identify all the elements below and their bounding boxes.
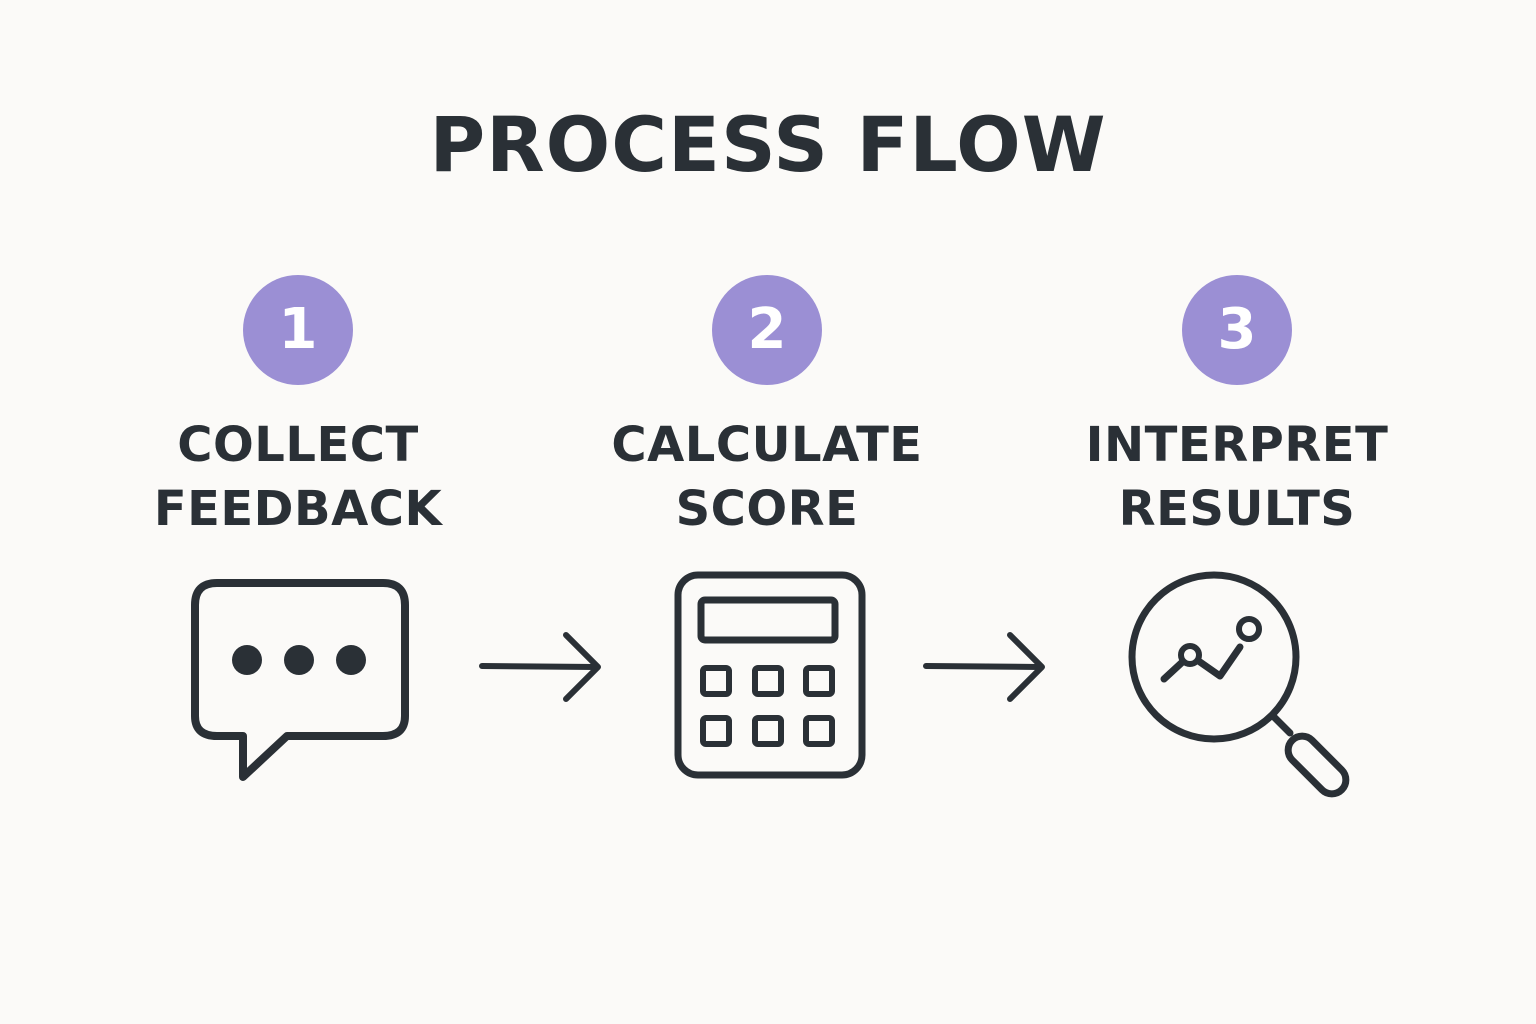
step-label-line2: RESULTS (1118, 481, 1356, 537)
step-number-badge: 2 (712, 275, 822, 385)
step-number-badge: 3 (1182, 275, 1292, 385)
step-label-line1: CALCULATE (611, 417, 923, 473)
step-label-line1: COLLECT (177, 417, 419, 473)
calculator-icon (674, 571, 866, 779)
step-collect-feedback: 1 COLLECT FEEDBACK (88, 275, 508, 541)
step-calculate-score: 2 CALCULATE SCORE (557, 275, 977, 541)
arrow-right-icon (479, 632, 601, 702)
step-label: CALCULATE SCORE (557, 413, 977, 541)
chat-bubble-icon (191, 579, 409, 781)
step-label: COLLECT FEEDBACK (88, 413, 508, 541)
step-label-line2: SCORE (675, 481, 859, 537)
magnifier-chart-icon (1128, 571, 1350, 798)
arrow-right-icon (923, 632, 1045, 702)
step-label: INTERPRET RESULTS (1027, 413, 1447, 541)
step-label-line2: FEEDBACK (153, 481, 443, 537)
step-interpret-results: 3 INTERPRET RESULTS (1027, 275, 1447, 541)
step-number-badge: 1 (243, 275, 353, 385)
step-label-line1: INTERPRET (1085, 417, 1389, 473)
page-title: PROCESS FLOW (429, 100, 1107, 189)
